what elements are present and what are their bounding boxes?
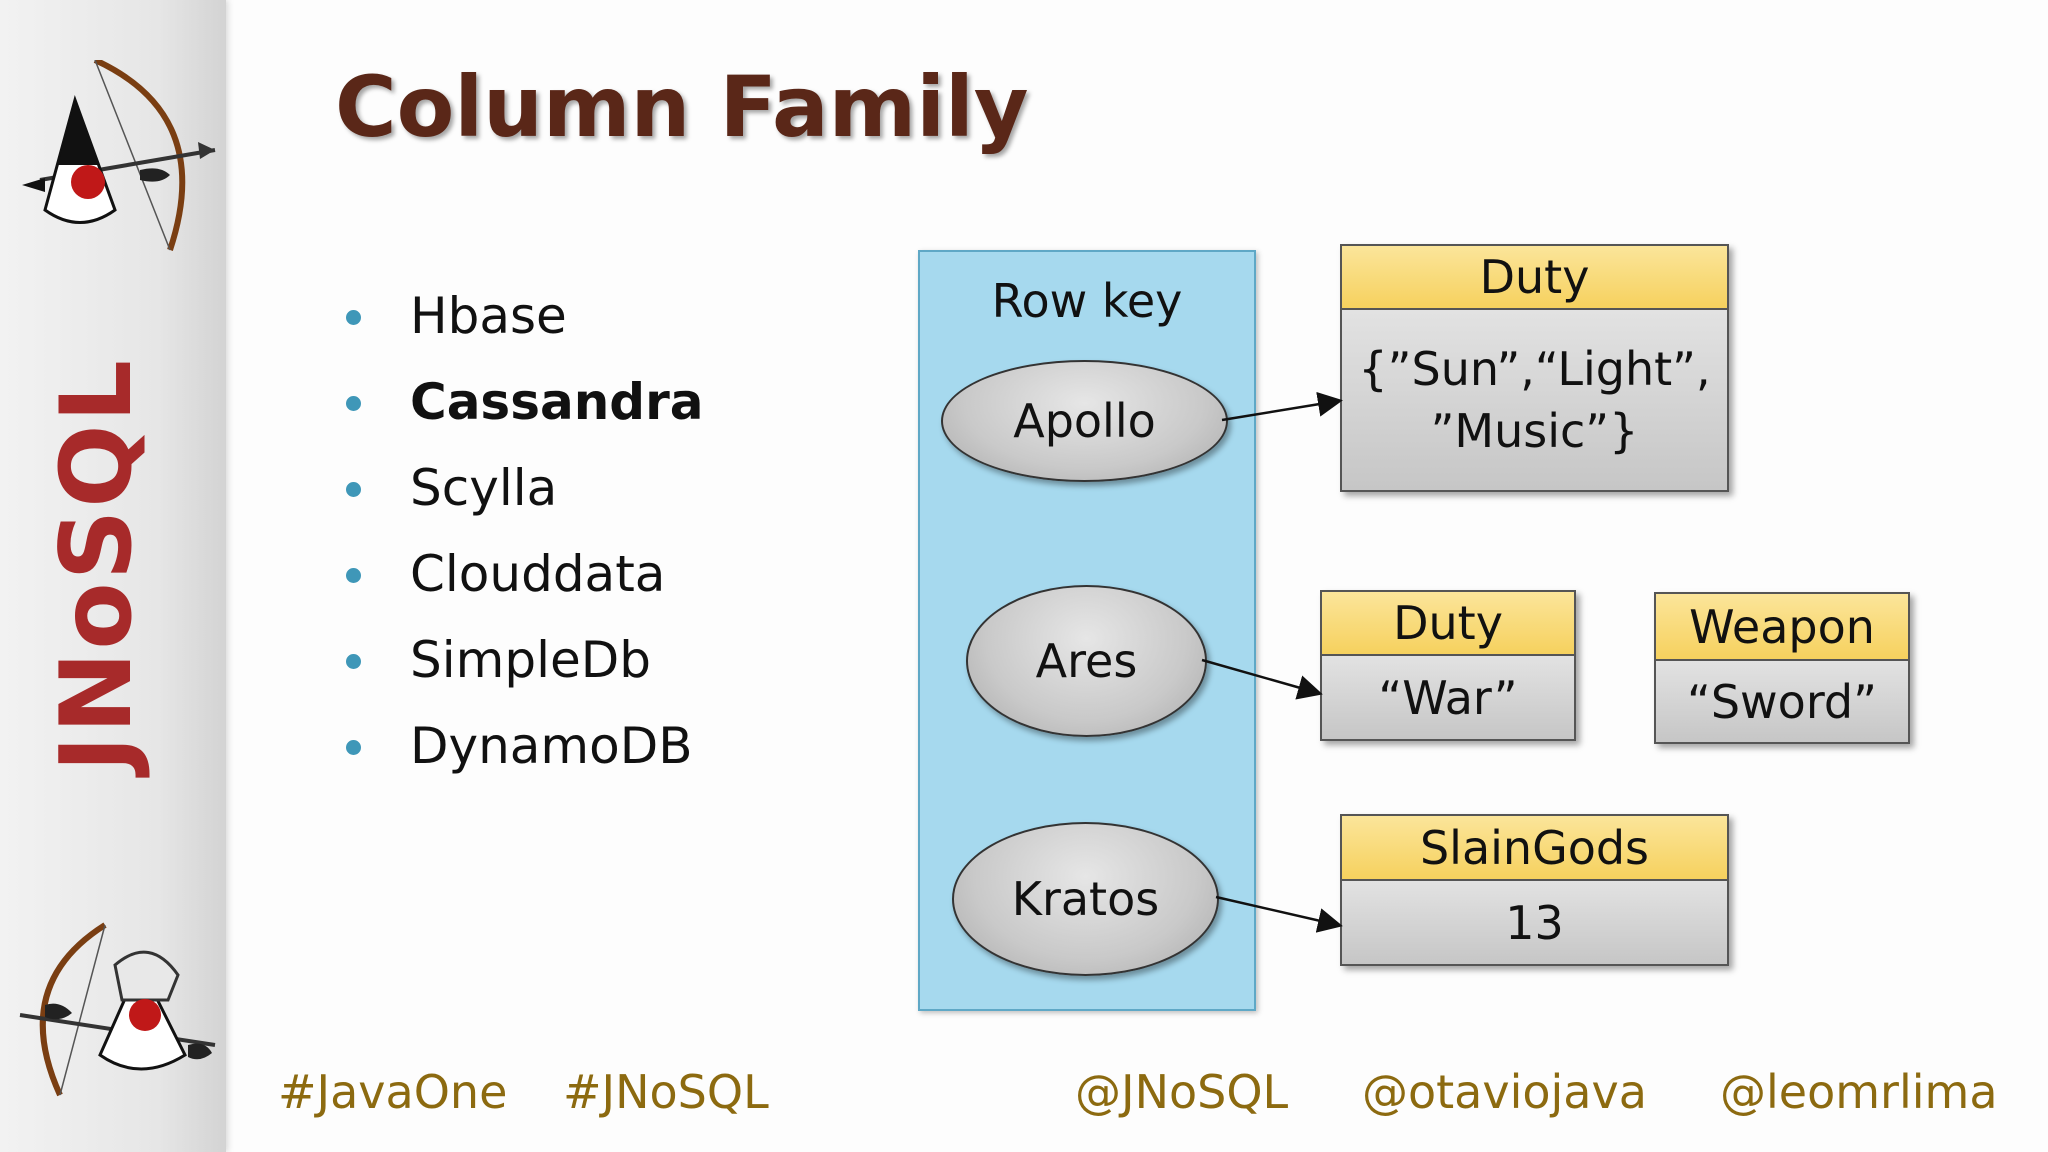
brand-logo-vertical: JNoSQL [40,357,154,773]
column-value: {”Sun”,“Light”, ”Music”} [1342,310,1727,490]
duke-helmet-archer-icon [19,922,216,1097]
row-key-kratos: Kratos [952,822,1219,976]
handle-otaviojava: @otaviojava [1362,1065,1647,1119]
duke-archer-icon [22,60,216,251]
hashtag-javaone: #JavaOne [278,1065,508,1119]
handle-leomrlima: @leomrlima [1720,1065,1998,1119]
column-cell-ares-duty: Duty “War” [1320,590,1576,741]
list-item-label: DynamoDB [410,717,693,775]
bullet-dot-icon [346,654,361,669]
column-name: SlainGods [1342,816,1727,881]
list-item-label: Hbase [410,287,567,345]
list-item-label: Clouddata [410,545,666,603]
bullet-dot-icon [346,568,361,583]
list-item: Scylla [340,452,703,538]
list-item-label: SimpleDb [410,631,651,689]
list-item: DynamoDB [340,710,703,796]
handle-jnosql: @JNoSQL [1075,1065,1289,1119]
column-name: Weapon [1656,594,1908,661]
list-item: Hbase [340,280,703,366]
row-key-label: Row key [991,274,1183,328]
list-item: Clouddata [340,538,703,624]
list-item-label: Cassandra [410,373,704,431]
row-key-ares: Ares [966,585,1207,737]
list-item-label: Scylla [410,459,558,517]
bullet-dot-icon [346,310,361,325]
bullet-dot-icon [346,740,361,755]
hashtag-jnosql: #JNoSQL [563,1065,769,1119]
column-cell-apollo-duty: Duty {”Sun”,“Light”, ”Music”} [1340,244,1729,492]
sidebar: JNoSQL [0,0,226,1152]
column-name: Duty [1322,592,1574,656]
column-cell-kratos-slaingods: SlainGods 13 [1340,814,1729,966]
bullet-dot-icon [346,396,361,411]
column-value: “War” [1322,656,1574,739]
column-value: “Sword” [1656,661,1908,742]
row-key-apollo: Apollo [941,360,1228,482]
column-value: 13 [1342,881,1727,964]
list-item: Cassandra [340,366,703,452]
database-list: Hbase Cassandra Scylla Clouddata SimpleD… [340,280,703,796]
column-name: Duty [1342,246,1727,310]
bullet-dot-icon [346,482,361,497]
list-item: SimpleDb [340,624,703,710]
column-cell-ares-weapon: Weapon “Sword” [1654,592,1910,744]
slide-title: Column Family [335,58,1029,156]
column-family-diagram: Row key Apollo Ares Kratos Duty {”Sun”,“… [900,240,1920,1020]
